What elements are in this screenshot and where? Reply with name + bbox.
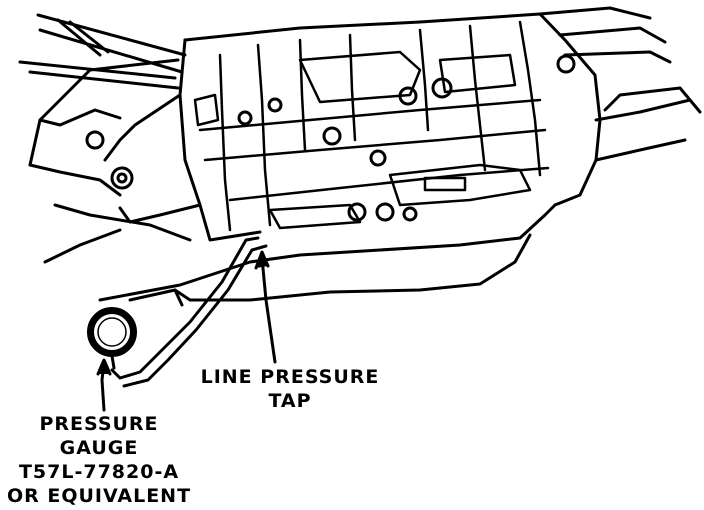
transmission-case xyxy=(28,6,702,307)
line-pressure-tap-line-2: TAP xyxy=(268,390,312,412)
case-ribs xyxy=(193,20,550,232)
pressure-gauge-line-1: PRESSURE xyxy=(39,413,159,435)
pressure-gauge-line-3: T57L-77820-A xyxy=(18,461,180,483)
pressure-gauge-icon xyxy=(87,307,137,370)
pressure-gauge-label: PRESSURE GAUGE T57L-77820-A OR EQUIVALEN… xyxy=(4,412,194,508)
line-pressure-tap-leader xyxy=(254,250,277,364)
line-pressure-tap-line-1: LINE PRESSURE xyxy=(200,366,380,388)
line-pressure-tap-label: LINE PRESSURE TAP xyxy=(198,365,382,413)
pressure-gauge-line-2: GAUGE xyxy=(59,437,139,459)
pressure-gauge-line-4: OR EQUIVALENT xyxy=(6,485,192,507)
upper-linkage-lines xyxy=(18,13,187,90)
case-bolts xyxy=(85,54,576,222)
pressure-gauge-leader xyxy=(96,358,112,412)
pressure-hose xyxy=(110,236,268,388)
